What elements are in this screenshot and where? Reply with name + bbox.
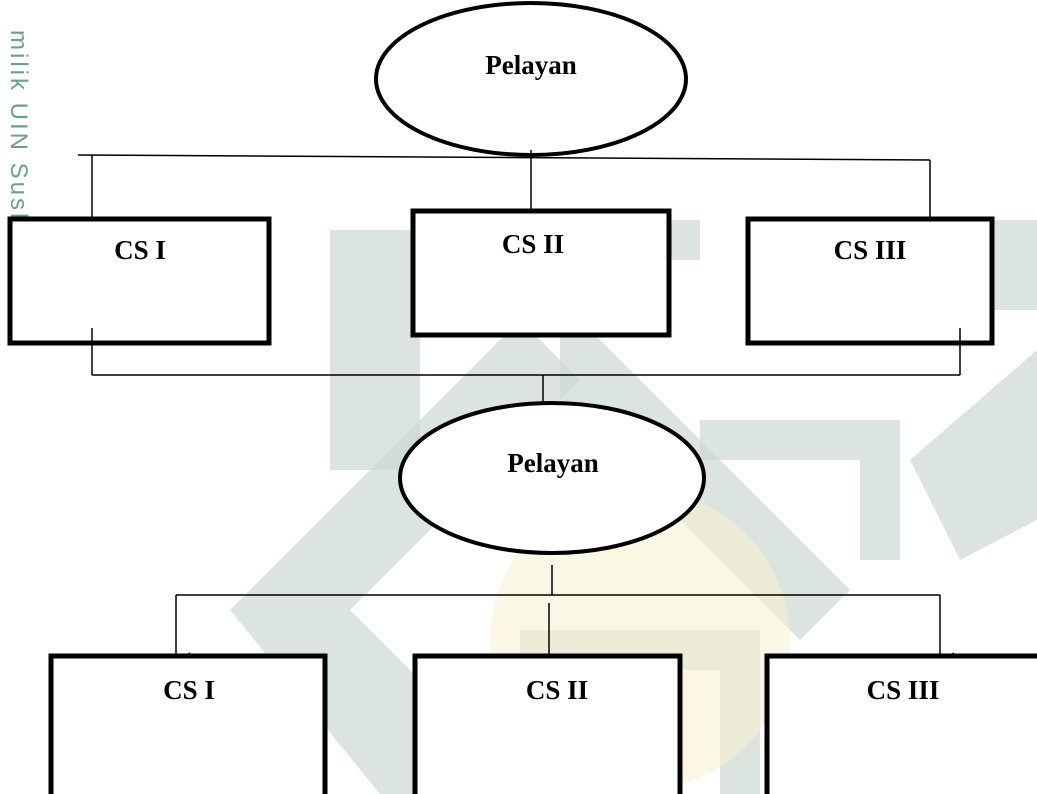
upper-cs3-box <box>745 216 995 346</box>
upper-cs1-label: CS I <box>114 235 166 265</box>
upper-cs3-node: CS III <box>745 216 995 346</box>
upper-source-label: Pelayan <box>485 50 577 80</box>
lower-cs3-box <box>764 653 1037 794</box>
upper-branch-line <box>77 154 931 161</box>
lower-cs3-label: CS III <box>867 675 940 705</box>
upper-cs2-box <box>410 208 672 338</box>
lower-cs2-label: CS II <box>526 675 588 705</box>
upper-source-node: Pelayan <box>374 1 688 157</box>
lower-cs2-node: CS II <box>412 653 683 794</box>
lower-cs3-node: CS III <box>764 653 1037 794</box>
upper-cs2-node: CS II <box>410 208 672 338</box>
lower-cs1-box <box>48 653 328 794</box>
upper-section: Pelayan CS I CS II CS III <box>7 1 995 346</box>
lower-source-label: Pelayan <box>507 448 599 478</box>
lower-cs1-node: CS I <box>48 653 328 794</box>
lower-source-node: Pelayan <box>398 401 706 555</box>
lower-connectors <box>174 565 955 676</box>
lower-cs1-label: CS I <box>163 675 215 705</box>
lower-source-ellipse <box>398 401 706 555</box>
lower-cs2-box <box>412 653 683 794</box>
upper-cs3-label: CS III <box>834 235 907 265</box>
upper-cs1-box <box>7 216 272 346</box>
lower-section: Pelayan CS I CS II CS III <box>48 401 1037 794</box>
upper-cs2-label: CS II <box>502 229 564 259</box>
upper-cs1-node: CS I <box>7 216 272 346</box>
